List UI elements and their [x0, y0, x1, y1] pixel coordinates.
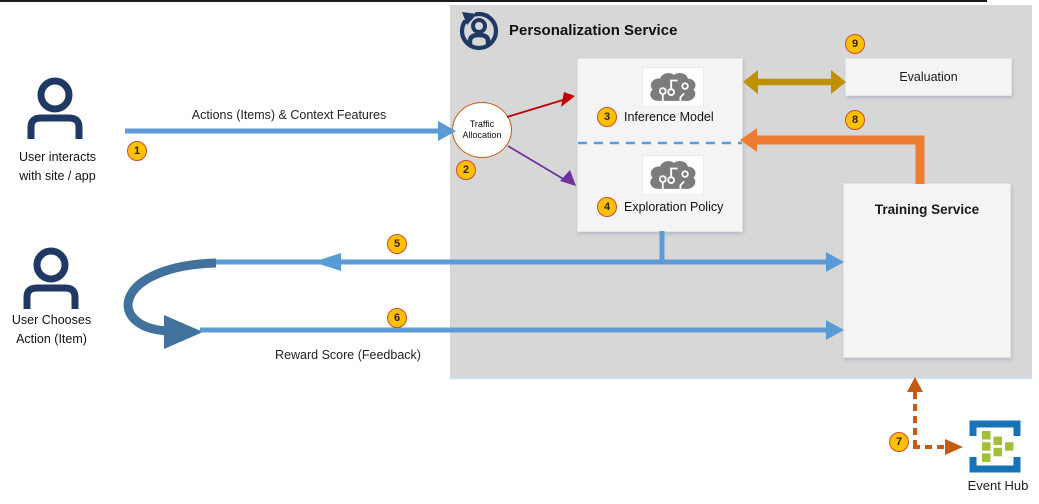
person-icon: [20, 247, 82, 309]
step-badge-5: 5: [387, 234, 407, 254]
exploration-policy-label: Exploration Policy: [624, 200, 724, 214]
step-badge-2: 2: [456, 160, 476, 180]
user-chooses-label: User Chooses Action (Item): [11, 313, 92, 346]
step-badge-3: 3: [597, 107, 617, 127]
traffic-allocation-label: Traffic Allocation: [462, 118, 502, 140]
step-badge-8: 8: [845, 110, 865, 130]
step-badge-1: 1: [127, 141, 147, 161]
panel-title: Personalization Service: [509, 21, 678, 39]
personalization-icon: [457, 8, 501, 52]
brain-circuit-icon: [642, 155, 704, 195]
step-badge-7: 7: [889, 432, 909, 452]
arrow-actions-context: [125, 121, 456, 141]
training-service-label: Training Service: [874, 202, 980, 217]
inference-model-label: Inference Model: [624, 110, 714, 124]
evaluation-box: Evaluation: [845, 58, 1012, 96]
step-badge-6: 6: [387, 308, 407, 328]
person-icon: [24, 77, 86, 139]
arrow-eventhub-dashed: [907, 377, 963, 455]
event-hub-icon: [968, 419, 1022, 477]
training-service-box: Training Service: [843, 183, 1011, 358]
arrow-user-choice-arc: [123, 258, 217, 349]
brain-circuit-icon: [642, 67, 704, 107]
step-badge-9: 9: [845, 34, 865, 54]
evaluation-label: Evaluation: [899, 70, 958, 84]
reward-score-label: Reward Score (Feedback): [275, 348, 421, 362]
actions-context-label: Actions (Items) & Context Features: [191, 108, 387, 122]
step-badge-4: 4: [597, 197, 617, 217]
top-border-line: [0, 0, 987, 2]
traffic-allocation-node: Traffic Allocation: [452, 102, 512, 158]
panel-header: Personalization Service: [457, 8, 677, 52]
event-hub-label: Event Hub: [967, 478, 1029, 493]
user-interacts-label: User interacts with site / app: [18, 150, 97, 183]
